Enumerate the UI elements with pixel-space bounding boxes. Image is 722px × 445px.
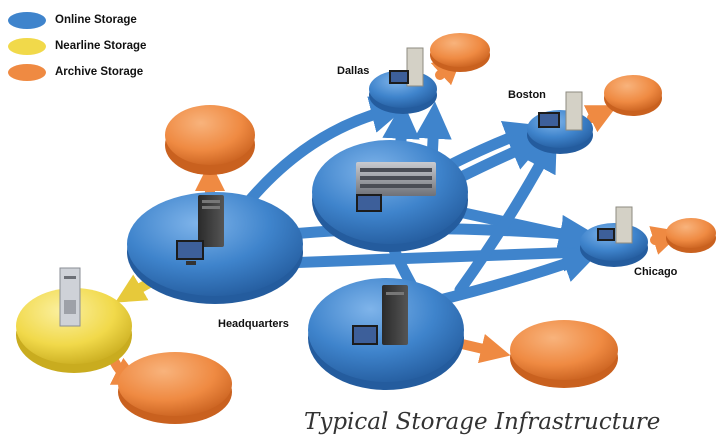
nearline-swatch-icon — [8, 37, 46, 55]
monitor-icon — [356, 194, 382, 212]
site-label-boston: Boston — [508, 89, 546, 101]
legend-item-nearline: Nearline Storage — [8, 36, 146, 56]
equipment — [59, 47, 633, 345]
monitor-icon — [389, 70, 409, 84]
monitor-icon — [597, 228, 615, 241]
legend-item-online: Online Storage — [8, 10, 137, 30]
storage-array-icon — [356, 162, 436, 196]
server-tower-icon — [198, 195, 224, 247]
site-label-dallas: Dallas — [337, 65, 370, 77]
core-to-boston-link — [444, 120, 543, 171]
server-tower-icon — [406, 47, 424, 87]
legend-label: Online Storage — [55, 14, 137, 26]
hq-archive-node — [165, 105, 255, 175]
server-tower-icon — [565, 91, 583, 131]
server-tower-icon — [615, 206, 633, 244]
monitor-icon — [176, 240, 204, 265]
server-tower-icon — [382, 285, 408, 345]
south-to-chicago-link — [434, 246, 600, 306]
monitor-icon — [352, 325, 378, 345]
hq-to-dallas-link — [244, 96, 409, 206]
site-label-headquarters: Headquarters — [218, 318, 289, 330]
legend-item-archive: Archive Storage — [8, 62, 143, 82]
chicago-archive-node — [666, 218, 716, 253]
site-label-chicago: Chicago — [634, 266, 678, 278]
caption: Typical Storage Infrastructure — [304, 409, 661, 435]
south-to-boston-link — [454, 133, 557, 296]
legend-label: Archive Storage — [55, 66, 144, 78]
dallas-archive-node — [430, 33, 490, 72]
online-swatch-icon — [8, 11, 46, 29]
nearline-archive-node — [118, 352, 232, 424]
archive-nodes — [118, 33, 716, 424]
legend-label: Nearline Storage — [55, 40, 147, 52]
south-archive-node — [510, 320, 618, 388]
boston-archive-node — [604, 75, 662, 116]
archive-swatch-icon — [8, 63, 46, 81]
tape-library-icon — [59, 267, 81, 327]
monitor-icon — [538, 112, 560, 128]
